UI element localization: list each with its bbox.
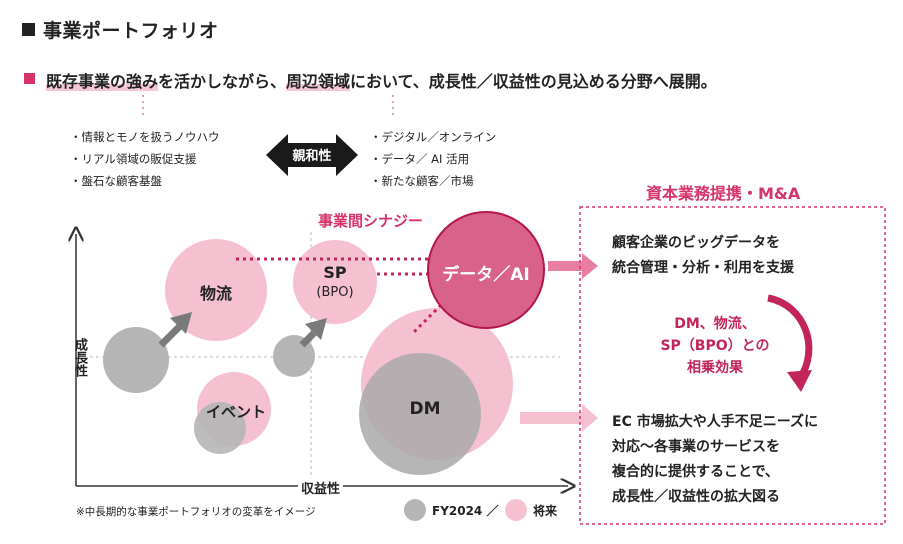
alliance-text-2: EC 市場拡大や人手不足ニーズに 対応〜各事業のサービスを 複合的に提供すること… — [612, 414, 819, 505]
list-item: ・情報とモノを扱うノウハウ — [70, 130, 220, 144]
headline: 既存事業の強みを活かしながら、周辺領域において、成長性／収益性の見込める分野へ展… — [46, 72, 717, 91]
bubble-label-event: イベント — [205, 403, 266, 421]
effect-curve-arrow-icon — [787, 370, 812, 392]
synergy-effect-text: DM、物流、 SP（BPO）との 相乗効果 — [660, 316, 770, 376]
list-item: ・リアル領域の販促支援 — [70, 152, 197, 166]
x-axis-label: 収益性 — [298, 478, 344, 497]
synergy-title: 事業間シナジー — [318, 212, 424, 230]
growth-arrow-logistics-icon — [158, 312, 192, 348]
bubble-data-ai — [427, 211, 545, 329]
legend-dot-current — [404, 499, 426, 521]
strength-list: ・情報とモノを扱うノウハウ ・リアル領域の販促支援 ・盤石な顧客基盤 — [70, 126, 220, 192]
legend-dot-future — [505, 499, 527, 521]
periphery-list: ・デジタル／オンライン ・データ／ AI 活用 ・新たな顧客／市場 — [370, 126, 496, 192]
footnote: ※中長期的な事業ポートフォリオの変革をイメージ — [76, 506, 316, 518]
list-item: ・新たな顧客／市場 — [370, 174, 474, 188]
list-item: ・盤石な顧客基盤 — [70, 174, 162, 188]
bubble-label-logistics: 物流 — [199, 284, 232, 303]
list-item: ・データ／ AI 活用 — [370, 152, 470, 166]
bubble-event-current — [194, 402, 246, 454]
bubble-label-sp: SP (BPO) — [316, 263, 354, 300]
arrow-to-alliance-1-icon — [548, 253, 598, 279]
growth-arrow-sp-icon — [299, 318, 327, 348]
y-axis-label: 成長性 — [72, 338, 87, 377]
bubble-dm-current — [359, 353, 481, 475]
bubble-label-dm: DM — [409, 399, 441, 419]
list-item: ・デジタル／オンライン — [370, 130, 497, 144]
alliance-text-1: 顧客企業のビッグデータを 統合管理・分析・利用を支援 — [612, 235, 794, 276]
affinity-arrow-icon — [266, 134, 358, 176]
legend-current-label: FY2024 ／ — [432, 504, 499, 518]
page-title: 事業ポートフォリオ — [22, 16, 219, 43]
headline-highlight-strength: 既存事業の強み — [46, 72, 159, 91]
affinity-label: 親和性 — [292, 149, 332, 164]
legend-future-label: 将来 — [533, 504, 558, 518]
alliance-title: 資本業務提携・M&A — [646, 184, 801, 203]
headline-bullet-icon — [24, 73, 35, 84]
bubble-logistics-current — [103, 327, 169, 393]
bubble-label-data-ai: データ／AI — [442, 265, 530, 285]
alliance-box — [579, 206, 886, 525]
bubble-sp-future — [293, 240, 377, 324]
arrow-to-alliance-2-icon — [520, 404, 598, 432]
headline-highlight-periphery: 周辺領域 — [286, 72, 351, 91]
title-square-icon — [22, 23, 35, 36]
